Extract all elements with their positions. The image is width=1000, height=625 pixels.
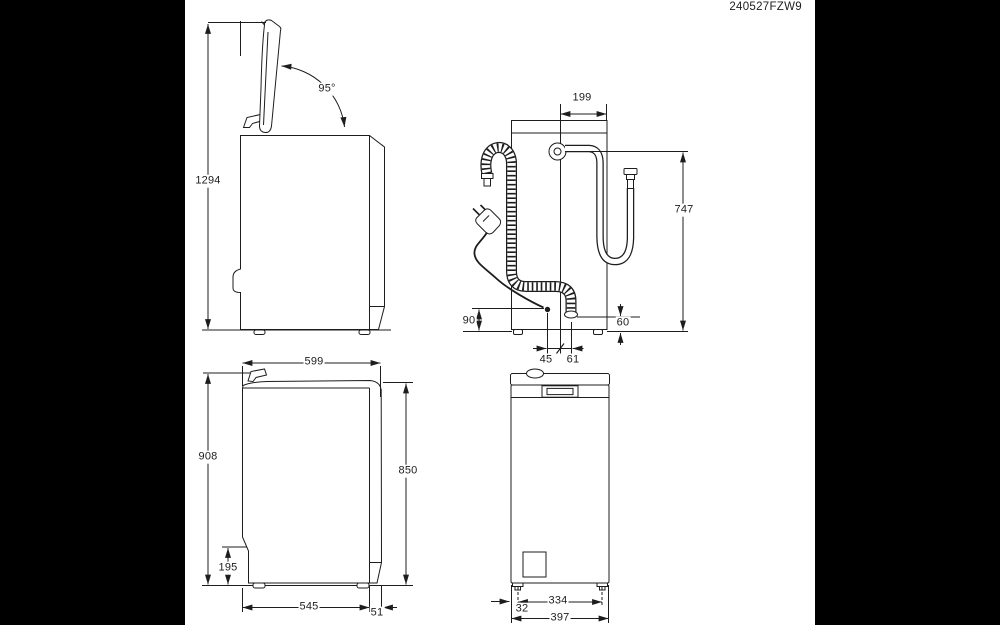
dim-label-747: 747 xyxy=(673,203,695,217)
view-front xyxy=(491,368,610,623)
view-side-closed xyxy=(202,360,413,612)
drain-hose xyxy=(480,142,578,319)
dim-label-61: 61 xyxy=(565,353,581,367)
lid-lock xyxy=(526,368,544,379)
dim-label-195: 195 xyxy=(217,561,239,575)
dim-label-850: 850 xyxy=(397,464,419,478)
dim-label-51: 51 xyxy=(369,606,385,620)
dim-label-60: 60 xyxy=(615,316,631,330)
dim-label-908: 908 xyxy=(197,450,219,464)
power-cord xyxy=(473,232,544,309)
dim-label-90: 90 xyxy=(461,314,477,328)
view-side-lid-open xyxy=(202,19,391,335)
dim-label-397: 397 xyxy=(549,611,571,625)
dim-label-199: 199 xyxy=(571,91,593,105)
dim-label-545: 545 xyxy=(298,600,320,614)
dim-label-45: 45 xyxy=(538,353,554,367)
dim-label-599: 599 xyxy=(303,355,325,369)
dim-label-1294: 1294 xyxy=(194,174,222,188)
dim-label-32: 32 xyxy=(514,602,530,616)
dim-label-334: 334 xyxy=(547,594,569,608)
dim-label-95deg: 95° xyxy=(317,82,337,96)
power-plug xyxy=(472,204,502,235)
filter-door xyxy=(522,551,547,578)
drawing-code: 240527FZW9 xyxy=(729,1,802,13)
view-rear-hoses xyxy=(463,104,688,354)
lid-angle-arc xyxy=(281,63,347,128)
